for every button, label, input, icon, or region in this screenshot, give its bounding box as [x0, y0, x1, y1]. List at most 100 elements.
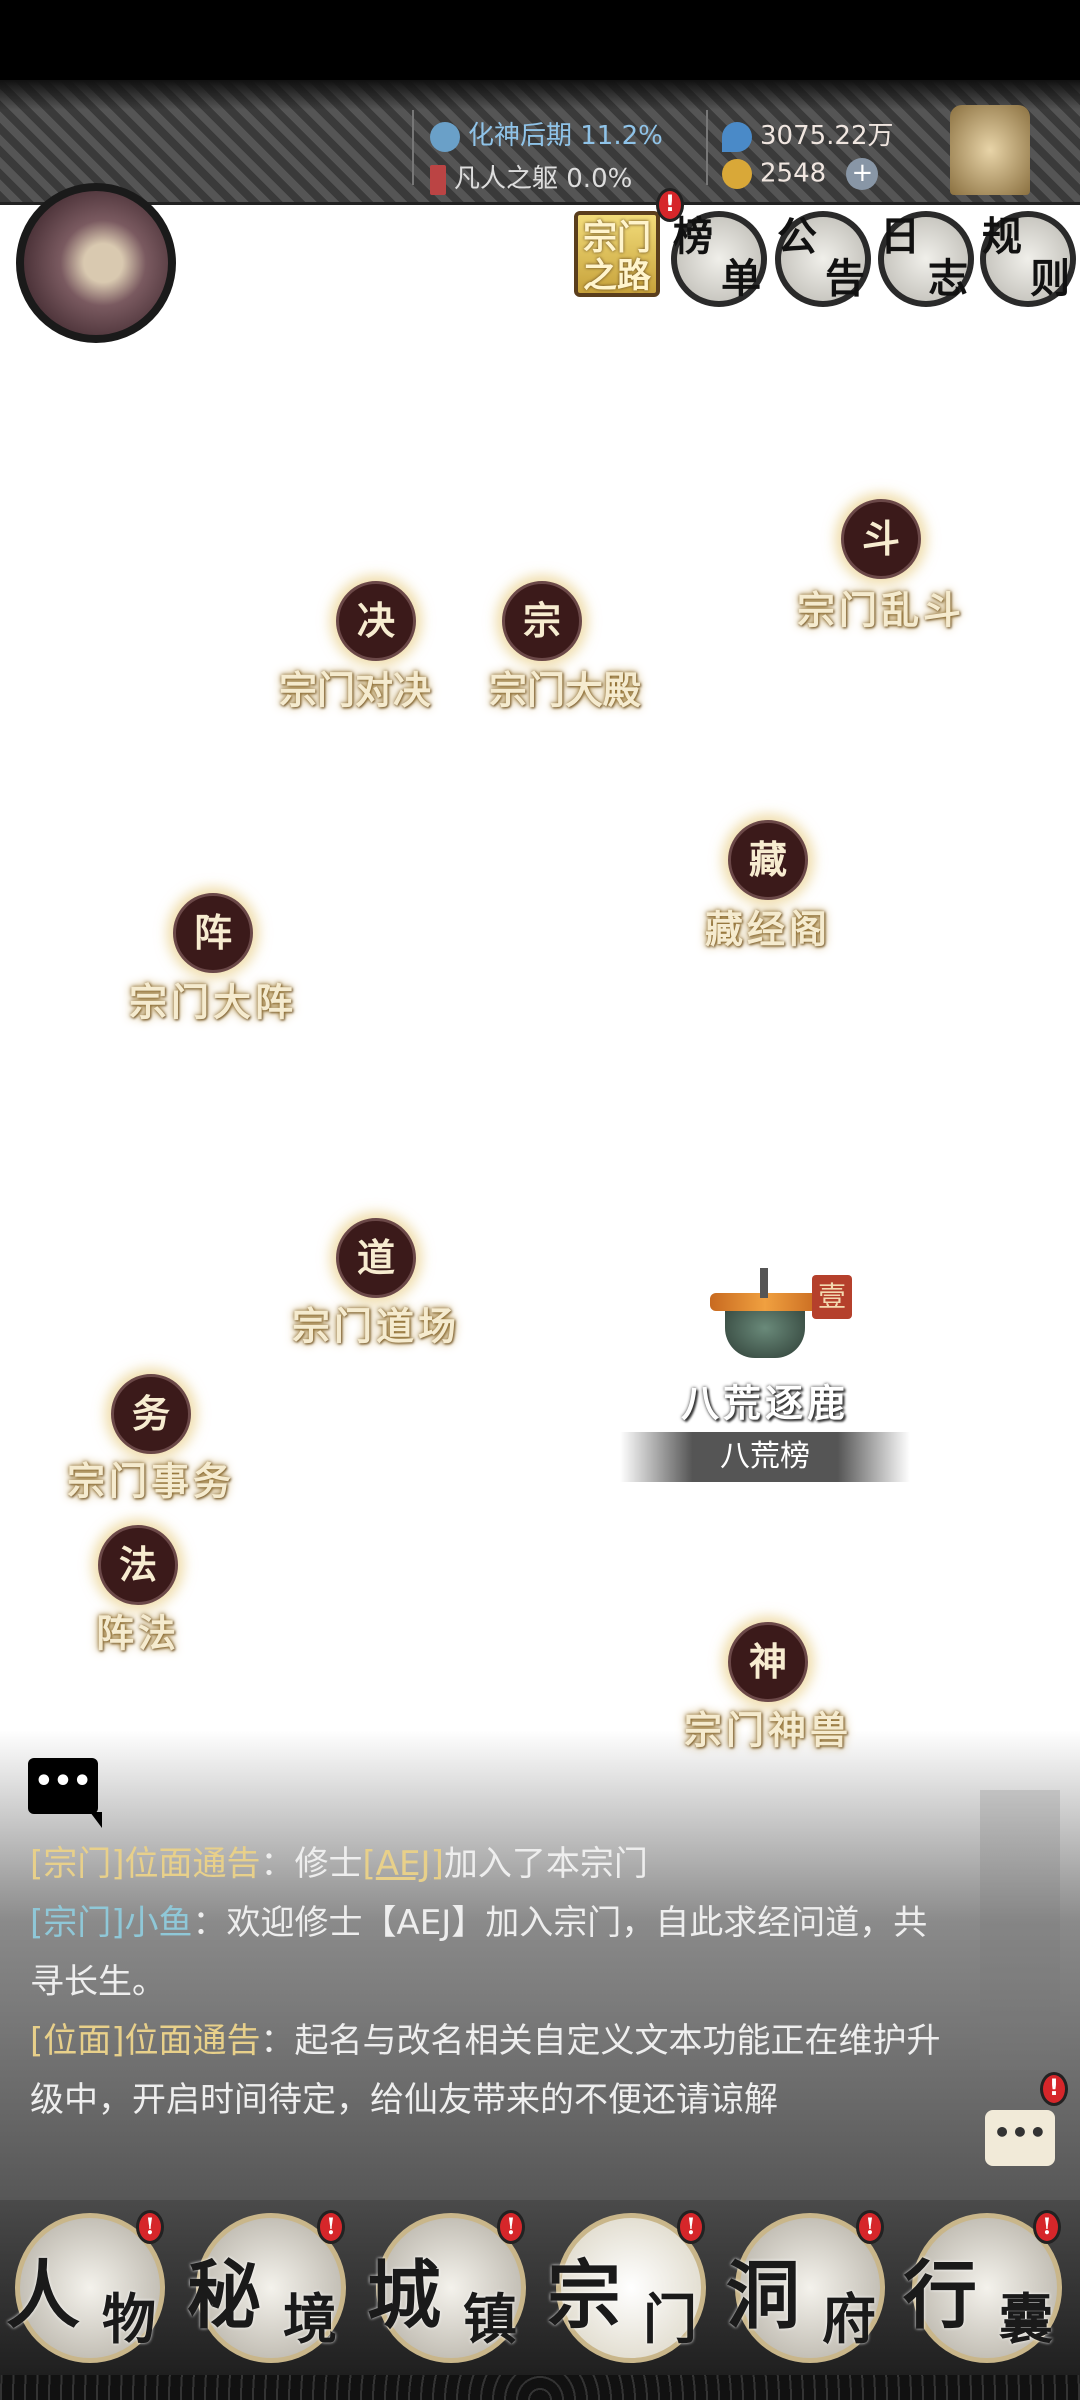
- label: 府: [822, 2287, 876, 2351]
- water-drop-icon: [722, 121, 752, 152]
- jade-text: 2548: [760, 158, 827, 189]
- sect-affairs-node[interactable]: 务: [111, 1374, 191, 1454]
- status-bar: [0, 0, 1080, 80]
- label: 则: [1030, 255, 1070, 302]
- sect-hall-node[interactable]: 宗: [502, 581, 582, 661]
- label: 单: [721, 255, 761, 302]
- sect-brawl-label[interactable]: 宗门乱斗: [796, 587, 966, 633]
- chat-panel: [0, 1730, 1080, 2210]
- channel-tag: [位面]: [30, 2021, 125, 2061]
- chat-bubble-icon[interactable]: •••: [28, 1758, 102, 1828]
- decorative-wave-border: [0, 2375, 1080, 2400]
- label: 物: [102, 2287, 156, 2351]
- text: 加入了本宗门: [443, 1844, 648, 1884]
- alert-badge: !: [317, 2210, 345, 2244]
- alert-badge: !: [1040, 2072, 1068, 2106]
- scroll-map-icon[interactable]: [950, 105, 1030, 195]
- label: 榜: [673, 213, 713, 260]
- nav-town[interactable]: 城镇!: [367, 2210, 526, 2363]
- divider: [706, 110, 708, 185]
- bottom-nav: [0, 2200, 1080, 2375]
- body-realm-text: 凡人之躯 0.0%: [454, 164, 633, 194]
- label: 公: [777, 213, 817, 260]
- alert-badge: !: [497, 2210, 525, 2244]
- speaker: 位面通告: [124, 2021, 261, 2061]
- open-chat-button[interactable]: •••: [985, 2110, 1055, 2166]
- sect-emblem-avatar[interactable]: [16, 183, 176, 343]
- sect-dojo-label[interactable]: 宗门道场: [291, 1303, 461, 1349]
- label: 人: [6, 2253, 80, 2339]
- sect-array-node[interactable]: 阵: [173, 893, 253, 973]
- sect-brawl-node[interactable]: 斗: [841, 499, 921, 579]
- separator: ：: [260, 1844, 295, 1884]
- divider: [412, 110, 414, 185]
- body-realm-progress[interactable]: 凡人之躯 0.0%: [430, 158, 632, 195]
- spirit-stone-count: 3075.22万: [722, 115, 894, 152]
- alert-badge: !: [1033, 2210, 1061, 2244]
- label: 城: [367, 2253, 441, 2339]
- alert-badge: !: [856, 2210, 884, 2244]
- speaker[interactable]: 小鱼: [124, 1903, 193, 1943]
- sect-duel-node[interactable]: 决: [336, 581, 416, 661]
- sect-duel-label[interactable]: 宗门对决: [278, 667, 432, 713]
- text: 修士: [294, 1844, 363, 1884]
- label: 宗: [547, 2253, 621, 2339]
- player-link[interactable]: AEJ: [375, 1844, 431, 1884]
- sect-hall-label[interactable]: 宗门大殿: [488, 667, 642, 713]
- label: 行: [903, 2253, 977, 2339]
- yin-yang-icon: [430, 121, 460, 152]
- nav-secret-realm[interactable]: 秘境!: [187, 2210, 346, 2363]
- sect-beast-node[interactable]: 神: [728, 1622, 808, 1702]
- chat-message: [宗门]小鱼：欢迎修士【AEJ】加入宗门，自此求经问道，共寻长生。: [30, 1894, 950, 2012]
- label: 规: [982, 213, 1022, 260]
- formation-node[interactable]: 法: [98, 1525, 178, 1605]
- channel-tag: [宗门]: [30, 1903, 125, 1943]
- alert-badge: !: [136, 2210, 164, 2244]
- sect-dojo-node[interactable]: 道: [336, 1218, 416, 1298]
- channel-tag: [宗门]: [30, 1844, 125, 1884]
- label: 告: [825, 255, 865, 302]
- nav-cave-abode[interactable]: 洞府!: [726, 2210, 885, 2363]
- chat-messages[interactable]: [宗门]位面通告：修士[AEJ]加入了本宗门 [宗门]小鱼：欢迎修士【AEJ】加…: [30, 1835, 950, 2130]
- spirit-stone-text: 3075.22万: [760, 121, 894, 151]
- leaderboard-button[interactable]: 榜单: [671, 211, 767, 307]
- flame-icon: [430, 164, 446, 195]
- jade-count: 2548 +: [722, 158, 879, 190]
- log-button[interactable]: 日志: [878, 211, 974, 307]
- label: 囊: [999, 2287, 1053, 2351]
- label: 洞: [726, 2253, 800, 2339]
- sect-road-button[interactable]: 宗门之路: [574, 211, 660, 297]
- announcement-button[interactable]: 公告: [775, 211, 871, 307]
- nav-inventory[interactable]: 行囊!: [903, 2210, 1062, 2363]
- rules-button[interactable]: 规则: [980, 211, 1076, 307]
- sect-beast-label[interactable]: 宗门神兽: [683, 1707, 853, 1753]
- bracket: [: [362, 1844, 376, 1884]
- label: 境: [283, 2287, 337, 2351]
- sect-affairs-label[interactable]: 宗门事务: [66, 1458, 236, 1504]
- label: 秘: [187, 2253, 261, 2339]
- bracket: ]: [430, 1844, 444, 1884]
- bahuang-title[interactable]: 八荒逐鹿: [680, 1380, 850, 1426]
- nav-sect[interactable]: 宗门!: [547, 2210, 706, 2363]
- coin-icon: [722, 159, 752, 189]
- nav-character[interactable]: 人物!: [6, 2210, 165, 2363]
- label: 门: [643, 2287, 697, 2351]
- scripture-pavilion-label[interactable]: 藏经阁: [704, 906, 832, 952]
- rank-seal: 壹: [812, 1275, 852, 1319]
- scripture-pavilion-node[interactable]: 藏: [728, 820, 808, 900]
- alert-badge: !: [677, 2210, 705, 2244]
- chat-message: [宗门]位面通告：修士[AEJ]加入了本宗门: [30, 1835, 950, 1894]
- realm-text: 化神后期 11.2%: [468, 121, 663, 151]
- bahuang-leaderboard-button[interactable]: 八荒榜: [620, 1432, 910, 1482]
- sect-array-label[interactable]: 宗门大阵: [128, 979, 298, 1025]
- speaker: 位面通告: [124, 1844, 261, 1884]
- label: 志: [928, 255, 968, 302]
- alert-badge: !: [656, 188, 684, 222]
- bronze-cauldron-icon[interactable]: [700, 1268, 830, 1378]
- label: 镇: [463, 2287, 517, 2351]
- formation-label[interactable]: 阵法: [95, 1610, 181, 1656]
- add-jade-button[interactable]: +: [846, 158, 879, 190]
- separator: ：: [192, 1903, 227, 1943]
- realm-progress[interactable]: 化神后期 11.2%: [430, 115, 663, 152]
- chat-scroll-area[interactable]: [980, 1790, 1060, 2070]
